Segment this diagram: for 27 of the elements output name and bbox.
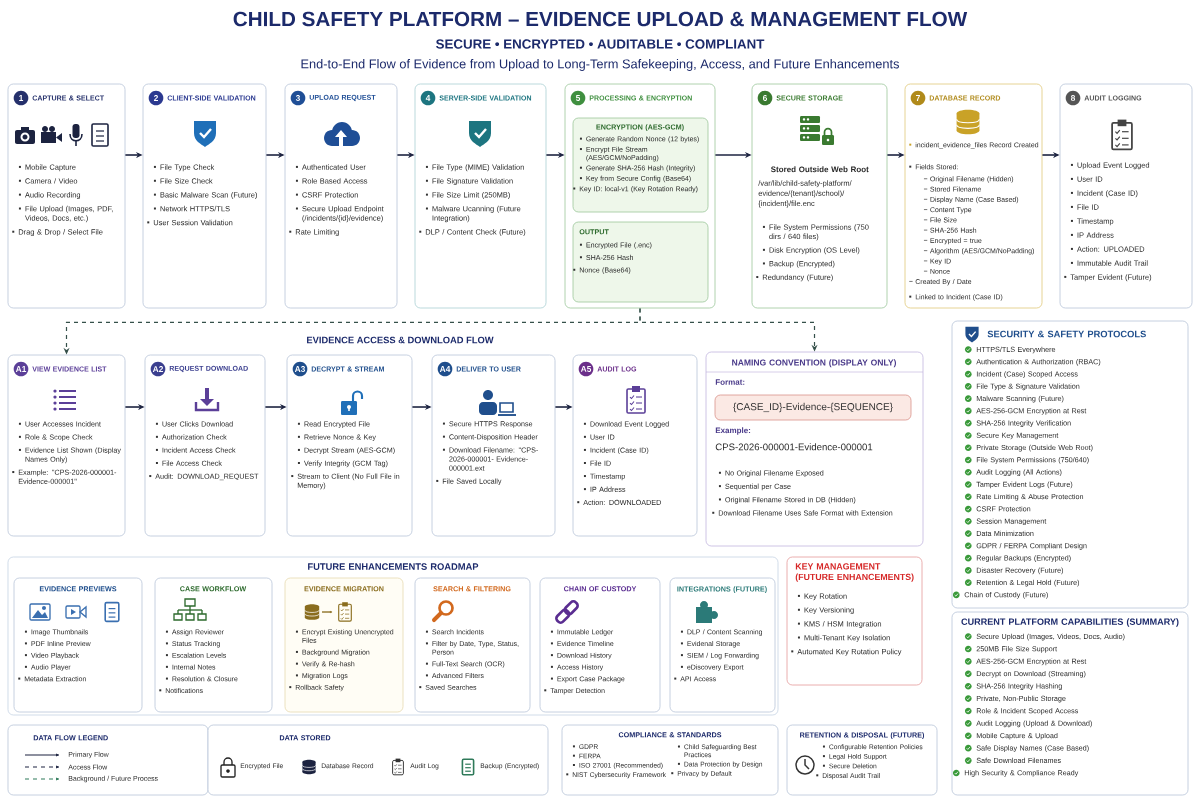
step-badge: A2 xyxy=(150,361,166,377)
panel-heading: FUTURE ENHANCEMENTS ROADMAP xyxy=(308,563,479,570)
step-badge: A1 xyxy=(13,361,29,377)
subtitle: SECURE • ENCRYPTED • AUDITABLE • COMPLIANT xyxy=(435,39,765,49)
panel-heading: SECURITY & SAFETY PROTOCOLS xyxy=(987,330,1146,338)
step-badge: 2 xyxy=(148,90,164,106)
step-badge: A3 xyxy=(292,361,308,377)
title: CHILD SAFETY PLATFORM – EVIDENCE UPLOAD & MANAGEMENT FLOW xyxy=(233,11,968,27)
panel-heading: NAMING CONVENTION (DISPLAY ONLY) xyxy=(732,359,896,368)
step-badge: 7 xyxy=(910,90,926,106)
step-badge: A4 xyxy=(437,361,453,377)
format-text: {CASE_ID}-Evidence-{SEQUENCE} xyxy=(733,402,893,413)
panel-heading: CURRENT PLATFORM CAPABILITIES (SUMMARY) xyxy=(961,618,1179,627)
step-badge: 6 xyxy=(757,90,773,106)
panel-heading: KEY MANAGEMENT (FUTURE ENHANCEMENTS) xyxy=(795,563,914,582)
step-badge: 3 xyxy=(290,90,306,106)
tagline: End-to-End Flow of Evidence from Upload to Long-Term Safekeeping, Access, and Future Enhancements xyxy=(301,59,899,71)
step-badge: A5 xyxy=(578,361,594,377)
step-badge: 1 xyxy=(13,90,29,106)
step-badge: 4 xyxy=(420,90,436,106)
body-text: CPS-2026-000001-Evidence-000001 xyxy=(715,443,873,451)
body-text: Stored Outside Web Root xyxy=(770,166,869,173)
section-heading: EVIDENCE ACCESS & DOWNLOAD FLOW xyxy=(307,336,494,344)
step-badge: 5 xyxy=(570,90,586,106)
step-badge: 8 xyxy=(1065,90,1081,106)
field-label: Format: xyxy=(715,379,745,385)
field-label: Example: xyxy=(715,427,751,435)
